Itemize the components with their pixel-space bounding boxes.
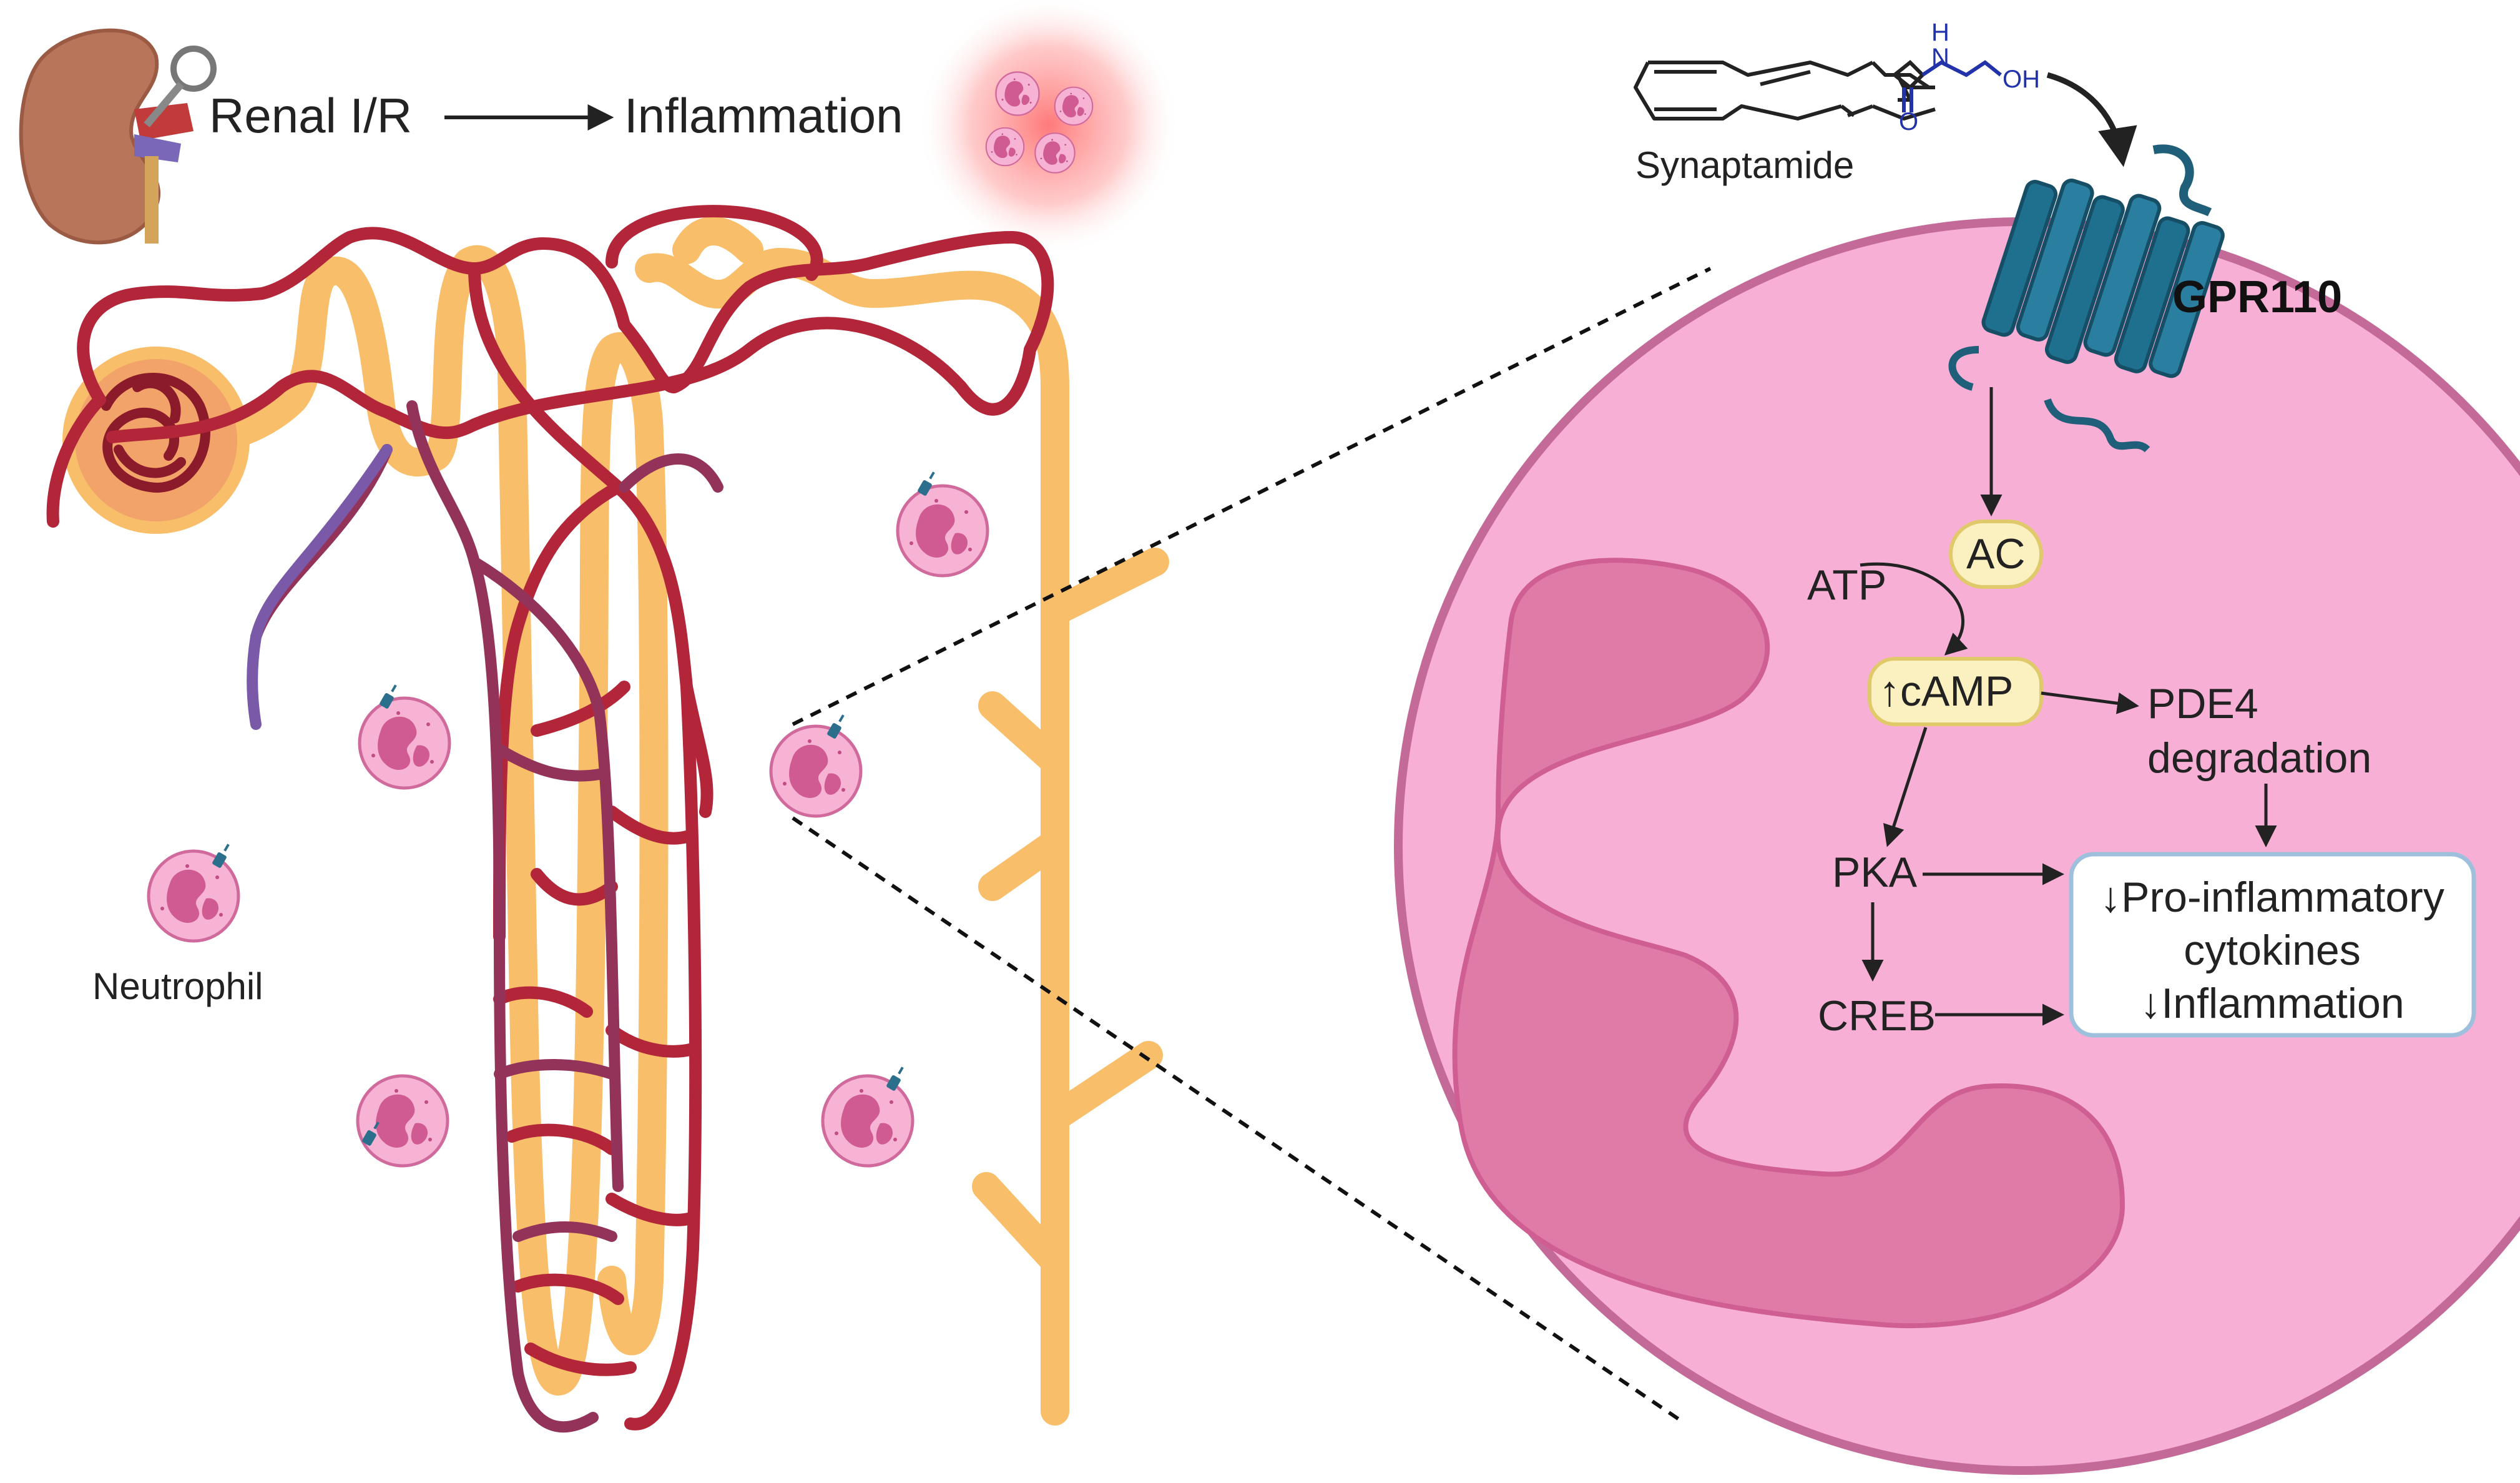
ac-node: AC: [1949, 520, 2043, 589]
kidney-icon: [19, 28, 217, 245]
neutrophil-cell: [360, 684, 449, 788]
neutrophil-cell: [771, 714, 861, 816]
ligand-binding-arrow: [2046, 72, 2137, 167]
atom-oh: OH: [2003, 66, 2040, 93]
camp-node: ↑cAMP: [1868, 657, 2043, 726]
zoom-line-top: [792, 267, 1712, 726]
atp-to-camp-arrow: [1860, 562, 1968, 656]
nephron-illustration: [46, 205, 1169, 1433]
outcome-line-1: ↓Pro-inflammatory: [2100, 874, 2444, 921]
inflamed-cells-icon: [918, 0, 1180, 256]
camp-to-pka-arrow: [1883, 727, 1928, 847]
atom-n: N: [1931, 44, 1949, 71]
neutrophil-nucleus: [1452, 558, 2125, 1328]
vein-outlet: [250, 444, 393, 643]
camp-to-pde4-arrow: [2041, 691, 2139, 714]
venous-vessels: [250, 400, 723, 1433]
outcome-box: ↓Pro-inflammatory cytokines ↓Inflammatio…: [2069, 852, 2476, 1038]
gpr110-receptor-icon: [1948, 144, 2225, 453]
creb-label: CREB: [1818, 992, 1936, 1040]
pka-label: PKA: [1832, 849, 1918, 896]
camp-label: ↑cAMP: [1879, 668, 2013, 715]
atom-o: O: [1899, 108, 1918, 135]
zoomed-neutrophil: [1394, 217, 2520, 1475]
atom-h: H: [1931, 19, 1949, 46]
synaptamide-molecule: [1634, 61, 1936, 121]
degradation-label: degradation: [2147, 734, 2371, 782]
neutrophil-cell: [149, 843, 238, 941]
neutrophil-cell: [358, 1076, 448, 1166]
neutrophil-label: Neutrophil: [92, 965, 263, 1007]
outcome-line-2: cytokines: [2184, 927, 2360, 974]
renal-ir-label: Renal I/R: [209, 88, 412, 143]
gpr110-label: GPR110: [2172, 272, 2342, 322]
neutrophil-cell: [898, 471, 988, 576]
pde4-label: PDE4: [2147, 680, 2258, 727]
inflammation-label: Inflammation: [624, 88, 903, 143]
glomerulus: [101, 373, 210, 493]
clamp-icon: [144, 46, 217, 127]
peritubular-capillaries: [46, 205, 1054, 1431]
ac-label: AC: [1966, 530, 2025, 578]
neutrophil-cell: [823, 1066, 913, 1166]
outcome-line-3: ↓Inflammation: [2140, 980, 2404, 1027]
synaptamide-label: Synaptamide: [1635, 144, 1854, 186]
synaptamide-headgroup: [1891, 59, 2002, 112]
renal-tubule: [139, 217, 1169, 1426]
atp-label: ATP: [1807, 561, 1886, 609]
